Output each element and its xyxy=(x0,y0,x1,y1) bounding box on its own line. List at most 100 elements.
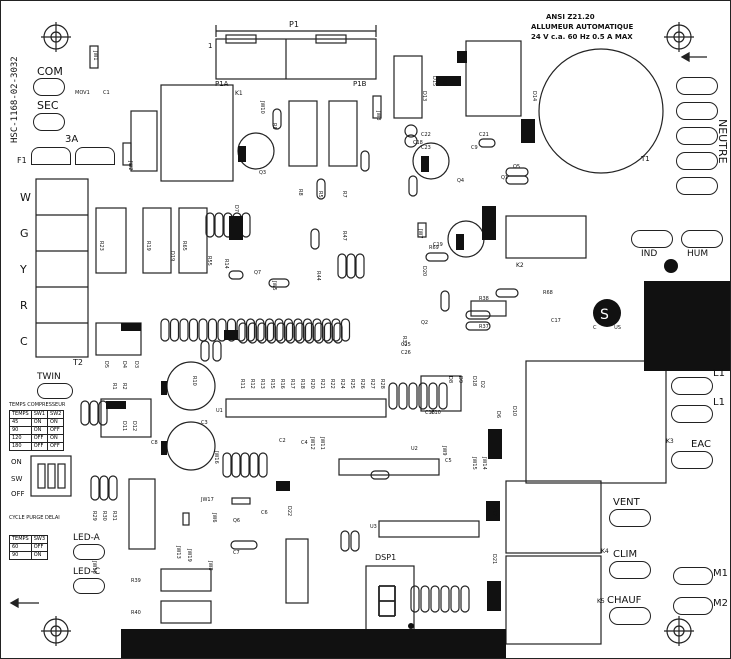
resistor xyxy=(340,318,351,342)
neutre-terminal-2[interactable] xyxy=(676,102,718,120)
t2-label: T2 xyxy=(73,358,83,367)
resistor xyxy=(323,322,334,344)
designator-r23: R23 xyxy=(98,241,104,251)
relay-k1-label: K1 xyxy=(235,90,243,97)
resistor xyxy=(438,382,448,410)
resistor xyxy=(360,150,370,172)
t1-label: T1 xyxy=(641,155,650,163)
ind-terminal[interactable] xyxy=(631,230,673,248)
designator-jw9: JW9 xyxy=(441,446,447,456)
designator-q6: Q6 xyxy=(233,518,241,524)
dip-table-cell: ON xyxy=(30,418,49,427)
resistor xyxy=(388,382,398,410)
resistor xyxy=(214,212,224,238)
designator-d9: D9 xyxy=(457,376,463,384)
l1-top-label: L1 xyxy=(713,368,725,379)
chauf-terminal[interactable] xyxy=(609,607,651,625)
designator-c2: C2 xyxy=(279,438,286,444)
terminal-c-label: C xyxy=(20,335,28,348)
designator-r47: R47 xyxy=(341,231,347,241)
notice-line-2: ALLUMEUR AUTOMATIQUE xyxy=(531,23,634,31)
resistor xyxy=(89,400,99,426)
designator-d6: D6 xyxy=(495,411,501,419)
m2-terminal[interactable] xyxy=(673,597,713,615)
designator-jw6: JW6 xyxy=(211,513,217,523)
notice-line-3: 24 V c.a. 60 Hz 0.5 A MAX xyxy=(531,33,633,41)
resistor xyxy=(478,138,496,148)
eac-terminal[interactable] xyxy=(671,451,713,469)
resistor xyxy=(283,318,294,342)
resistor xyxy=(205,212,215,238)
designator-q4: Q4 xyxy=(457,178,465,184)
designator-r44: R44 xyxy=(315,271,321,281)
designator-r39: R39 xyxy=(131,578,141,584)
designator-d17: D17 xyxy=(491,506,497,517)
dip-table-cell: SW1 xyxy=(30,410,49,419)
designator-r21: R21 xyxy=(319,379,325,389)
designator-d12: D12 xyxy=(131,421,137,432)
vent-terminal[interactable] xyxy=(609,509,651,527)
designator-r22: R22 xyxy=(329,379,335,389)
relay-k5-label: K5 xyxy=(597,598,605,605)
m1-terminal[interactable] xyxy=(673,567,713,585)
designator-r9: R9 xyxy=(271,123,277,130)
designator-r17: R17 xyxy=(289,379,295,389)
resistor xyxy=(440,585,450,613)
designator-c22: C22 xyxy=(421,132,431,138)
designator-c10: C10 xyxy=(431,410,441,416)
dip-table-cell: SW3 xyxy=(30,535,49,544)
resistor xyxy=(321,318,332,342)
designator-r37: R37 xyxy=(479,324,489,330)
csa-mark: C US xyxy=(593,325,621,331)
designator-r5: R5 xyxy=(317,191,323,198)
designator-d2: D2 xyxy=(479,381,485,389)
resistor xyxy=(222,452,232,478)
svg-text:S: S xyxy=(600,307,609,323)
designator-r7: R7 xyxy=(341,191,347,198)
resistor xyxy=(440,290,450,312)
resistor xyxy=(272,108,282,130)
resistor xyxy=(160,318,170,342)
sec-terminal[interactable] xyxy=(33,113,65,131)
resistor xyxy=(230,540,258,550)
designator-r16: R16 xyxy=(279,379,285,389)
dip-table-cell: ON xyxy=(30,551,49,560)
designator-c1: C1 xyxy=(103,90,110,96)
dip-table-cell: OFF xyxy=(30,543,49,552)
resistor xyxy=(258,452,268,478)
designator-mov1: MOV1 xyxy=(75,90,90,96)
resistor xyxy=(398,382,408,410)
eac-label: EAC xyxy=(691,439,711,450)
designator-c9: C9 xyxy=(471,145,478,151)
twin-terminal[interactable] xyxy=(37,383,73,399)
neutre-terminal-4[interactable] xyxy=(676,152,718,170)
resistor xyxy=(179,318,189,342)
designator-jw8: JW8 xyxy=(207,561,213,571)
hum-terminal[interactable] xyxy=(681,230,723,248)
com-terminal[interactable] xyxy=(33,78,65,96)
resistor xyxy=(460,585,470,613)
designator-r29: R29 xyxy=(91,511,97,521)
clim-terminal[interactable] xyxy=(609,561,651,579)
designator-r68: R68 xyxy=(543,290,553,296)
dsp-label: DSP1 xyxy=(375,553,397,562)
resistor xyxy=(99,475,109,501)
designator-d11: D11 xyxy=(121,421,127,432)
designator-jw12: JW12 xyxy=(309,437,315,450)
designator-jw10: JW10 xyxy=(259,101,265,114)
l1-terminal-top[interactable] xyxy=(671,377,713,395)
designator-c17: C17 xyxy=(551,318,561,324)
resistor xyxy=(264,318,275,342)
l1-terminal-bottom[interactable] xyxy=(671,405,713,423)
designator-jw18: JW18 xyxy=(91,561,97,574)
neutre-terminal-3[interactable] xyxy=(676,127,718,145)
mounting-hole-top-right xyxy=(664,22,694,52)
designator-jw15: JW15 xyxy=(471,457,477,470)
neutre-terminal-5[interactable] xyxy=(676,177,718,195)
neutre-terminal-1[interactable] xyxy=(676,77,718,95)
designator-u2: U2 xyxy=(411,446,418,452)
resistor xyxy=(274,318,284,342)
